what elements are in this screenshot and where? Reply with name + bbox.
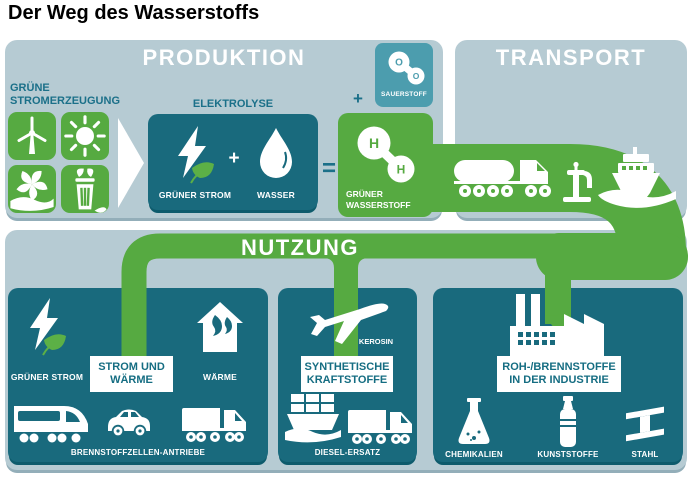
water-label: WASSER (256, 190, 296, 200)
industry-tag-line2: IN DER INDUSTRIE (509, 374, 609, 386)
water-turbine-icon (8, 165, 56, 213)
wind-turbine-icon (8, 112, 56, 160)
green-electricity-label: GRÜNER STROM (158, 190, 232, 200)
chemicals-label: CHEMIKALIEN (445, 450, 503, 459)
hydrogen-label-line1: GRÜNER (346, 189, 383, 199)
plastics-label: KUNSTSTOFFE (537, 450, 599, 459)
bottle-icon (560, 396, 576, 447)
water-drop-icon (260, 128, 292, 178)
electrolysis-plus-sign: + (228, 148, 240, 169)
power-heat-tag-line2: WÄRME (110, 374, 153, 386)
page-title: Der Weg des Wasserstoffs (8, 2, 260, 24)
power-heat-tag-line1: STROM UND (98, 361, 165, 373)
synthetic-fuels-tag-line2: KRAFTSTOFFE (306, 374, 388, 386)
oxygen-atom-1: O (395, 58, 403, 69)
arrow-right-icon (118, 118, 144, 208)
production-header: PRODUKTION (142, 45, 306, 70)
factory-icon (510, 294, 604, 358)
electrolysis-label: ELEKTROLYSE (192, 98, 274, 110)
flask-icon (458, 398, 490, 444)
green-power-label-line1: GRÜNE (10, 82, 50, 94)
house-heat-icon (197, 302, 243, 352)
fuel-pump-icon (563, 161, 592, 202)
industry-tag-line1: ROH-/BRENNSTOFFE (502, 361, 616, 373)
green-electricity-usage-label: GRÜNER STROM (10, 372, 84, 382)
oxygen-atom-2: O (413, 71, 420, 81)
lightning-leaf-icon (30, 298, 66, 356)
green-power-label-line2: STROMERZEUGUNG (10, 95, 120, 107)
oxygen-molecule-icon: O O (388, 51, 425, 85)
steel-beam-icon (626, 406, 664, 442)
hydrogen-atom-2: H (397, 163, 406, 177)
lightning-leaf-icon (178, 126, 214, 184)
heat-label: WÄRME (202, 372, 238, 382)
oxygen-plus-sign: + (353, 89, 363, 108)
steel-label: STAHL (631, 450, 659, 459)
oxygen-label: SAUERSTOFF (381, 91, 427, 98)
hydrogen-label: GRÜNER WASSERSTOFF (346, 189, 411, 211)
train-icon (14, 406, 88, 443)
sun-icon (61, 112, 109, 160)
kerosene-label: KEROSIN (358, 337, 394, 346)
usage-header: NUTZUNG (240, 235, 360, 260)
synthetic-fuels-tag: SYNTHETISCHE KRAFTSTOFFE (301, 356, 393, 392)
hydrogen-box: H H GRÜNER WASSERSTOFF (338, 113, 433, 217)
hydrogen-molecule-icon: H H (357, 126, 415, 183)
synthetic-fuels-tag-line1: SYNTHETISCHE (304, 361, 390, 373)
power-heat-tag: STROM UND WÄRME (90, 356, 173, 392)
hydrogen-label-line2: WASSERSTOFF (346, 200, 411, 210)
transport-header: TRANSPORT (495, 45, 647, 70)
equals-sign: = (321, 155, 336, 182)
electrolysis-box: + GRÜNER STROM WASSER (148, 114, 318, 210)
green-power-label: GRÜNE STROMERZEUGUNG (10, 82, 120, 108)
hydrogen-atom-1: H (369, 135, 379, 151)
truck-icon (182, 408, 246, 442)
biomass-icon (61, 165, 109, 213)
fuel-cell-drives-label: BRENNSTOFFZELLEN-ANTRIEBE (70, 448, 206, 457)
car-icon (108, 409, 150, 438)
tanker-truck-icon (454, 160, 551, 197)
oxygen-tile: O O SAUERSTOFF (375, 43, 433, 107)
container-ship-icon (285, 394, 341, 443)
truck-icon (348, 410, 412, 444)
industry-tag: ROH-/BRENNSTOFFE IN DER INDUSTRIE (497, 356, 621, 392)
cargo-ship-icon (598, 147, 676, 208)
diesel-substitute-label: DIESEL-ERSATZ (314, 448, 381, 457)
